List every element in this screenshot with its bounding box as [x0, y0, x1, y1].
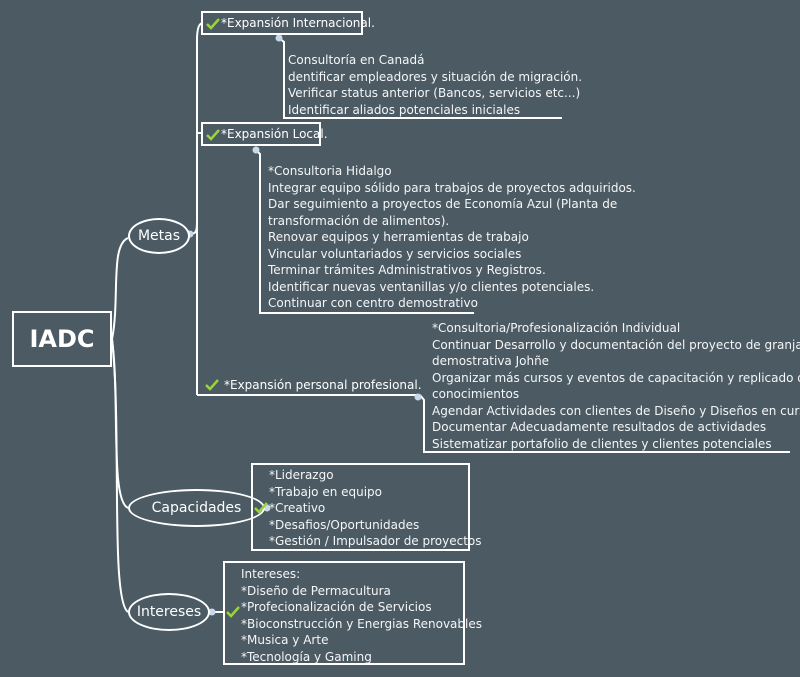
list-item: Identificar nuevas ventanillas y/o clien… [268, 279, 595, 294]
root-label: IADC [29, 325, 95, 353]
list-item: Consultoría en Canadá [288, 53, 425, 67]
connector-dot-local [252, 146, 260, 154]
heading-expansion-personal: *Expansión personal profesional. [224, 378, 422, 392]
connector-dot-personal [414, 393, 422, 401]
branch-label-capacidades: Capacidades [151, 500, 242, 516]
connector-metas-trunk [189, 219, 198, 395]
root-node[interactable]: IADC [12, 311, 112, 367]
list-item: *Gestión / Impulsador de proyectos [269, 534, 482, 548]
list-expansion-internacional: Consultoría en Canadá dentificar emplead… [288, 52, 582, 118]
box-capacidades[interactable]: *Liderazgo *Trabajo en equipo *Creativo … [251, 463, 482, 551]
list-item: Verificar status anterior (Bancos, servi… [288, 86, 581, 100]
list-item: *Profecionalización de Servicios [241, 600, 432, 614]
list-expansion-local: *Consultoria Hidalgo Integrar equipo sól… [268, 163, 636, 312]
list-item: *Musica y Arte [241, 633, 329, 647]
list-item: *Diseño de Permacultura [241, 583, 391, 598]
list-item: *Tecnología y Gaming [241, 649, 372, 664]
list-item: dentificar empleadores y situación de mi… [288, 69, 583, 84]
list-item: Continuar Desarrollo y documentación del… [432, 337, 800, 352]
check-icon [226, 606, 240, 618]
list-item: Documentar Adecuadamente resultados de a… [432, 420, 767, 434]
connector-dot-intereses [208, 608, 216, 616]
branch-node-metas[interactable]: Metas [128, 218, 190, 254]
list-item: Integrar equipo sólido para trabajos de … [268, 180, 636, 195]
node-expansion-local[interactable]: *Expansión Local. [201, 122, 328, 146]
heading-expansion-internacional: *Expansión Internacional. [221, 16, 375, 30]
branch-node-intereses[interactable]: Intereses [128, 593, 210, 631]
list-item: transformación de alimentos). [268, 213, 450, 228]
connector-personal-sub [419, 394, 790, 453]
branch-node-capacidades[interactable]: Capacidades [128, 489, 265, 527]
branch-label-intereses: Intereses [136, 604, 202, 620]
list-item: demostrativa Johñe [432, 354, 550, 368]
node-expansion-personal[interactable]: *Expansión personal profesional. [203, 376, 422, 394]
check-icon [206, 129, 220, 141]
list-item: *Desafios/Oportunidades [269, 517, 420, 532]
heading-expansion-local: *Expansión Local. [221, 127, 328, 141]
list-item: *Consultoria Hidalgo [268, 164, 392, 178]
connector-root-metas [111, 237, 129, 340]
list-item: conocimientos [432, 387, 520, 401]
list-capacidades: *Liderazgo *Trabajo en equipo *Creativo … [269, 467, 482, 550]
connector-dot-internacional [275, 34, 283, 42]
list-intereses: Intereses: *Diseño de Permacultura *Prof… [241, 566, 482, 665]
branch-label-metas: Metas [137, 228, 181, 244]
list-item: *Consultoria/Profesionalización Individu… [432, 321, 681, 335]
list-item: *Bioconstrucción y Energias Renovables [241, 616, 482, 631]
list-item: Intereses: [241, 567, 301, 581]
list-item: Terminar trámites Administrativos y Regi… [268, 263, 546, 277]
list-item: Continuar con centro demostrativo [268, 296, 478, 310]
list-item: Organizar más cursos y eventos de capaci… [432, 370, 800, 385]
box-intereses[interactable]: Intereses: *Diseño de Permacultura *Prof… [223, 561, 482, 665]
node-expansion-internacional[interactable]: *Expansión Internacional. [201, 11, 375, 35]
list-item: Dar seguimiento a proyectos de Economía … [268, 197, 618, 211]
list-item: *Trabajo en equipo [269, 484, 383, 499]
list-item: Identificar aliados potenciales iniciale… [288, 102, 521, 117]
list-item: Renovar equipos y herramientas de trabaj… [268, 230, 529, 244]
check-icon [254, 502, 268, 514]
list-item: Vincular voluntariados y servicios socia… [268, 246, 522, 261]
connector-root-intereses [111, 338, 129, 613]
check-icon [205, 379, 219, 391]
list-item: Agendar Actividades con clientes de Dise… [432, 403, 800, 418]
check-icon [206, 18, 220, 30]
list-item: *Creativo [269, 501, 326, 515]
list-item: Sistematizar portafolio de clientes y cl… [432, 436, 772, 451]
list-expansion-personal: *Consultoria/Profesionalización Individu… [432, 320, 800, 452]
list-item: *Liderazgo [269, 468, 334, 482]
